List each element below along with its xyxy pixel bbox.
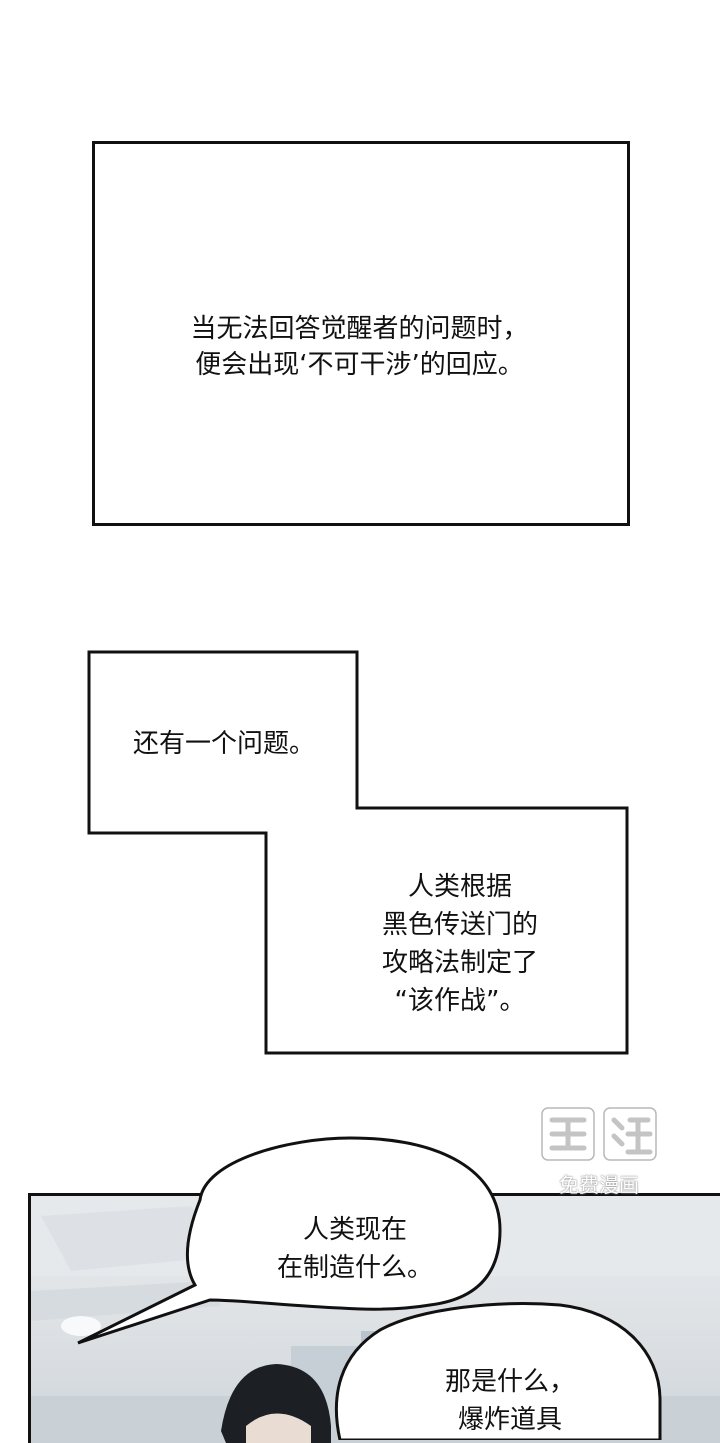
speech-text-2: 那是什么， 爆炸道具	[400, 1363, 620, 1439]
svg-text:画涯: 画涯	[599, 1164, 601, 1167]
watermark-logo-icon: 画涯	[538, 1100, 660, 1168]
watermark-subtext: 免费漫画	[540, 1172, 658, 1198]
